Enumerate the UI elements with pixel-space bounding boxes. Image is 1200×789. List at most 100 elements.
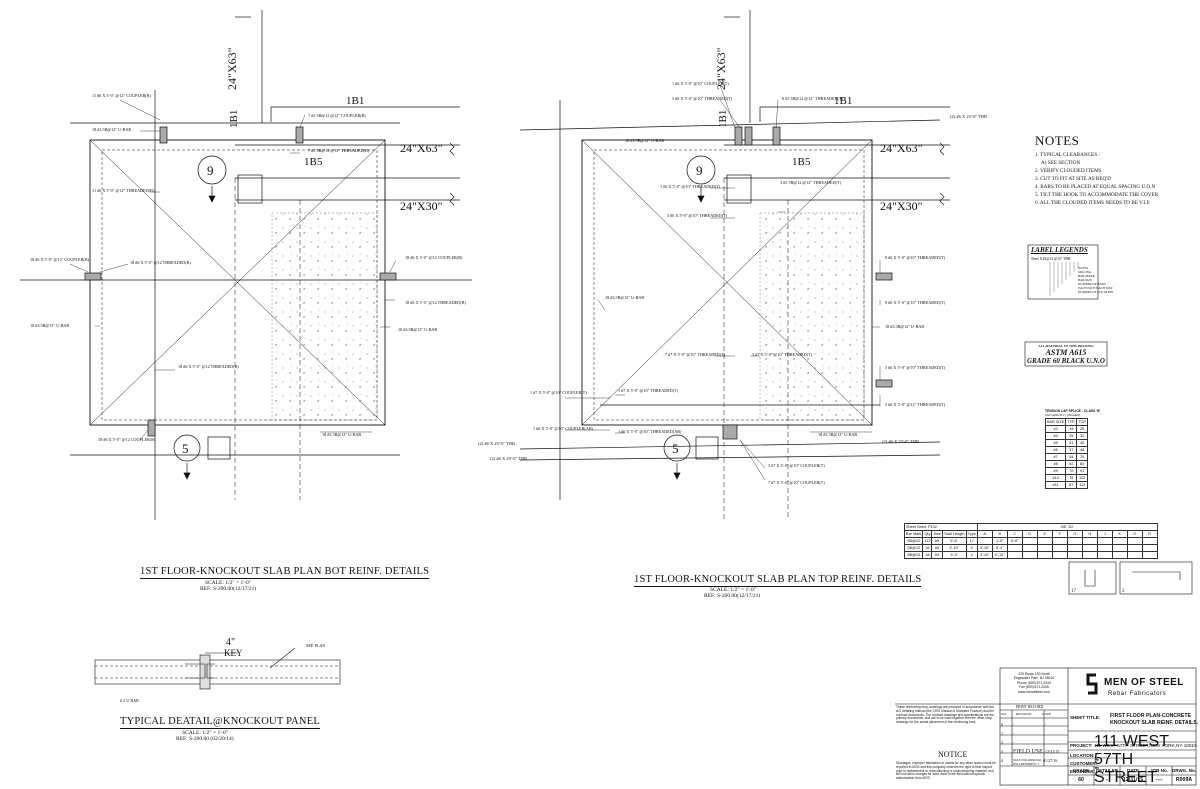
callout: 18 #3.5B@12" U-BAR — [30, 323, 69, 328]
callout: 7 #5 5B@12 @12" COUPLER(B) — [308, 113, 366, 118]
left-beam-top: 1B1 — [346, 95, 364, 107]
callout: 18 #6 X 5'-0" @12 COUPLER(B) — [405, 255, 463, 260]
left-tag-1: (2) #6 X 25'-0" TBB — [478, 441, 515, 446]
callout: 9 #6 X 5'-0" @10" THREADED(T) — [885, 300, 946, 305]
callout: 18 #3.5B@12" U-BAR — [605, 295, 644, 300]
legend-sample: Sheet 8 #5@12 @10" TBB — [1031, 257, 1071, 261]
lap-table-title: TENSION LAP SPLICE - CLASS 'B' — [1045, 409, 1101, 413]
callout: 11 #6 X 5'-0" @12" THREADED(B) — [92, 188, 155, 193]
customer-label: CUSTOMER: — [1070, 761, 1098, 766]
left-plan — [20, 10, 472, 520]
callout: 18 #6 X 5'-0" @12 THREADED(B) — [130, 260, 191, 265]
callout: 3 #7 X 5'-0" @10" THREADED(T) — [752, 352, 813, 357]
logo-icon — [1086, 673, 1098, 695]
callout: 3 #6 X 5'-0" @10" THREADED(T) — [667, 213, 728, 218]
left-plan-ref: REF: S-200.00(12/17/21) — [200, 586, 257, 592]
callout: 3 #6 X 5'-0" @10" THREADED(T) — [672, 96, 733, 101]
right-plan-ref: REF: S-200.00(12/17/21) — [704, 593, 761, 599]
rev-col-date: DATE — [1042, 712, 1051, 716]
disclaimer: These reinforcing shop drawings are prep… — [896, 705, 994, 725]
table-row: 0-- — [1001, 722, 1047, 727]
left-plan-scale: SCALE: 1/2" = 1'-0" — [205, 580, 252, 586]
callout: 18 #3.5B@12" U-BAR — [322, 432, 361, 437]
notes-heading: NOTES — [1035, 133, 1080, 148]
left-grid-circle-9 — [197, 155, 227, 185]
key-note: SEE PLAN — [306, 643, 325, 648]
key-bar: # 3 U BAR — [120, 698, 139, 703]
bottom-tag: (2) #6 X 25'-0" TBB — [882, 439, 919, 444]
key-label: KEY — [224, 648, 243, 658]
callout: 18 #3.5B@12" U-BAR — [818, 432, 857, 437]
callout: 18 #3.5B@12" U-BAR — [398, 327, 437, 332]
callout: 18 #3.5B@12" U-BAR — [625, 138, 664, 143]
callout: 18 #3.5B@12" U-BAR — [92, 127, 131, 132]
callout: 18 #6 X 5'-0" @12" COUPLER(B) — [30, 257, 90, 262]
callout: 18 #6 X 5'-0" @12 THREADED(B) — [405, 300, 466, 305]
right-grid-circle-9 — [686, 155, 716, 185]
note-item: 4. BARS TO BE PLACED AT EQUAL SPACING U.… — [1035, 184, 1156, 190]
right-beam-top: 1B1 — [834, 95, 852, 107]
legend-item: BAR SIZE — [1078, 278, 1093, 282]
callout: 8 #6 X 5'-0" @10" THREADED(T) — [885, 255, 946, 260]
legend-heading: LABEL LEGENDS — [1031, 246, 1088, 254]
callout: 18 #6 X 5'-0" @12 COUPLER(B) — [98, 437, 156, 442]
left-dim-right-bottom: 24"X30" — [400, 199, 443, 213]
left-dim-top: 24"X63" — [225, 47, 239, 90]
callout: 7 #7 X 5'-0" @10" THREADED(T) — [665, 352, 726, 357]
callout: 7 #5 5B@12 @12" THREADED(B) — [308, 148, 370, 153]
note-item: 3. CUT TO FIT AT SITE AS REQ'D — [1035, 176, 1111, 182]
material-line2: ASTM A615 — [1045, 348, 1087, 357]
bottom-headers: GRADE DETAILER DATE JOB No. DRWG. No. — [1072, 768, 1196, 773]
right-plan-scale: SCALE: 1/2" = 1'-0" — [710, 587, 757, 593]
table-row: 1- — [1001, 731, 1015, 736]
material-line1: ALL MATERIAL TO THIS DRAWING — [1038, 344, 1094, 348]
company-address: 425 Route 130 North Edgewater Park, NJ 0… — [1013, 672, 1055, 694]
schedule-sheet: Sheet Seed: P102 — [904, 523, 978, 531]
print-record: PRINT RECORD — [1016, 705, 1044, 709]
right-grid-5: 5 — [672, 441, 679, 456]
sheet-title-label: SHEET TITLE: — [1070, 715, 1101, 720]
notice-text: Shortages, improper fabrication or claim… — [896, 761, 996, 781]
callout: 1 #7 X 5'-0" @10" THREADED(T) — [618, 388, 679, 393]
right-plan-text: 24"X63" 1B1 1B1 1B5 24"X63" 24"X30" 9 5 … — [478, 47, 987, 485]
callout: 8 #5 5B@12 @12" THREADED(T) — [782, 96, 844, 101]
lap-header: BAR SIZE — [1044, 418, 1067, 426]
callout: 5 #6 X 5'-0" @12" THREADED(T) — [885, 402, 946, 407]
right-grid-circle-5 — [663, 434, 691, 462]
engineer-value: - — [1094, 759, 1100, 776]
material-box — [1024, 341, 1108, 367]
schedule-ref: BE. D2 — [976, 523, 1158, 531]
left-grid-circle-5 — [173, 434, 201, 462]
left-dim-right-top: 24"X63" — [400, 141, 443, 155]
callout: 7 #7 X 5'-0" @10" COUPLER(T) — [768, 480, 825, 485]
key-dim: 4" — [226, 637, 235, 648]
right-beam-vert: 1B1 — [717, 110, 729, 128]
right-dim-right-bottom: 24"X30" — [880, 199, 923, 213]
legend-item: NUMBER OF BARS — [1078, 282, 1106, 286]
note-item: 1. TYPICAL CLEARANCES : — [1035, 152, 1100, 158]
title-block-frame — [895, 667, 1197, 786]
callout: 3 #7 X 5'-0" @10" COUPLER(T) — [768, 463, 825, 468]
callout: 18 #6 X 5'-0" @12 THREADED(B) — [178, 364, 239, 369]
table-row: 2- — [1001, 740, 1015, 745]
note-item: 6. ALL THE CLOUDED ITEMS NEEDS TO BE V.I… — [1035, 200, 1151, 206]
right-hatch-area — [759, 212, 865, 421]
right-dim-top: 24"X63" — [714, 47, 728, 90]
left-plan-title: 1ST FLOOR-KNOCKOUT SLAB PLAN BOT REINF. … — [140, 566, 430, 579]
material-note: ALL MATERIAL TO THIS DRAWING ASTM A615 G… — [1027, 344, 1105, 365]
callout: 5 #6 X 5'-0" @10" THREADED(T) — [885, 365, 946, 370]
lap-splice-table: TENSION LAP SPLICE - CLASS 'B' LAP LENGT… — [1044, 409, 1101, 489]
callout: 18 #3.5B@12" U-BAR — [885, 324, 924, 329]
left-hatch-area — [271, 212, 378, 421]
right-plan — [519, 10, 950, 520]
